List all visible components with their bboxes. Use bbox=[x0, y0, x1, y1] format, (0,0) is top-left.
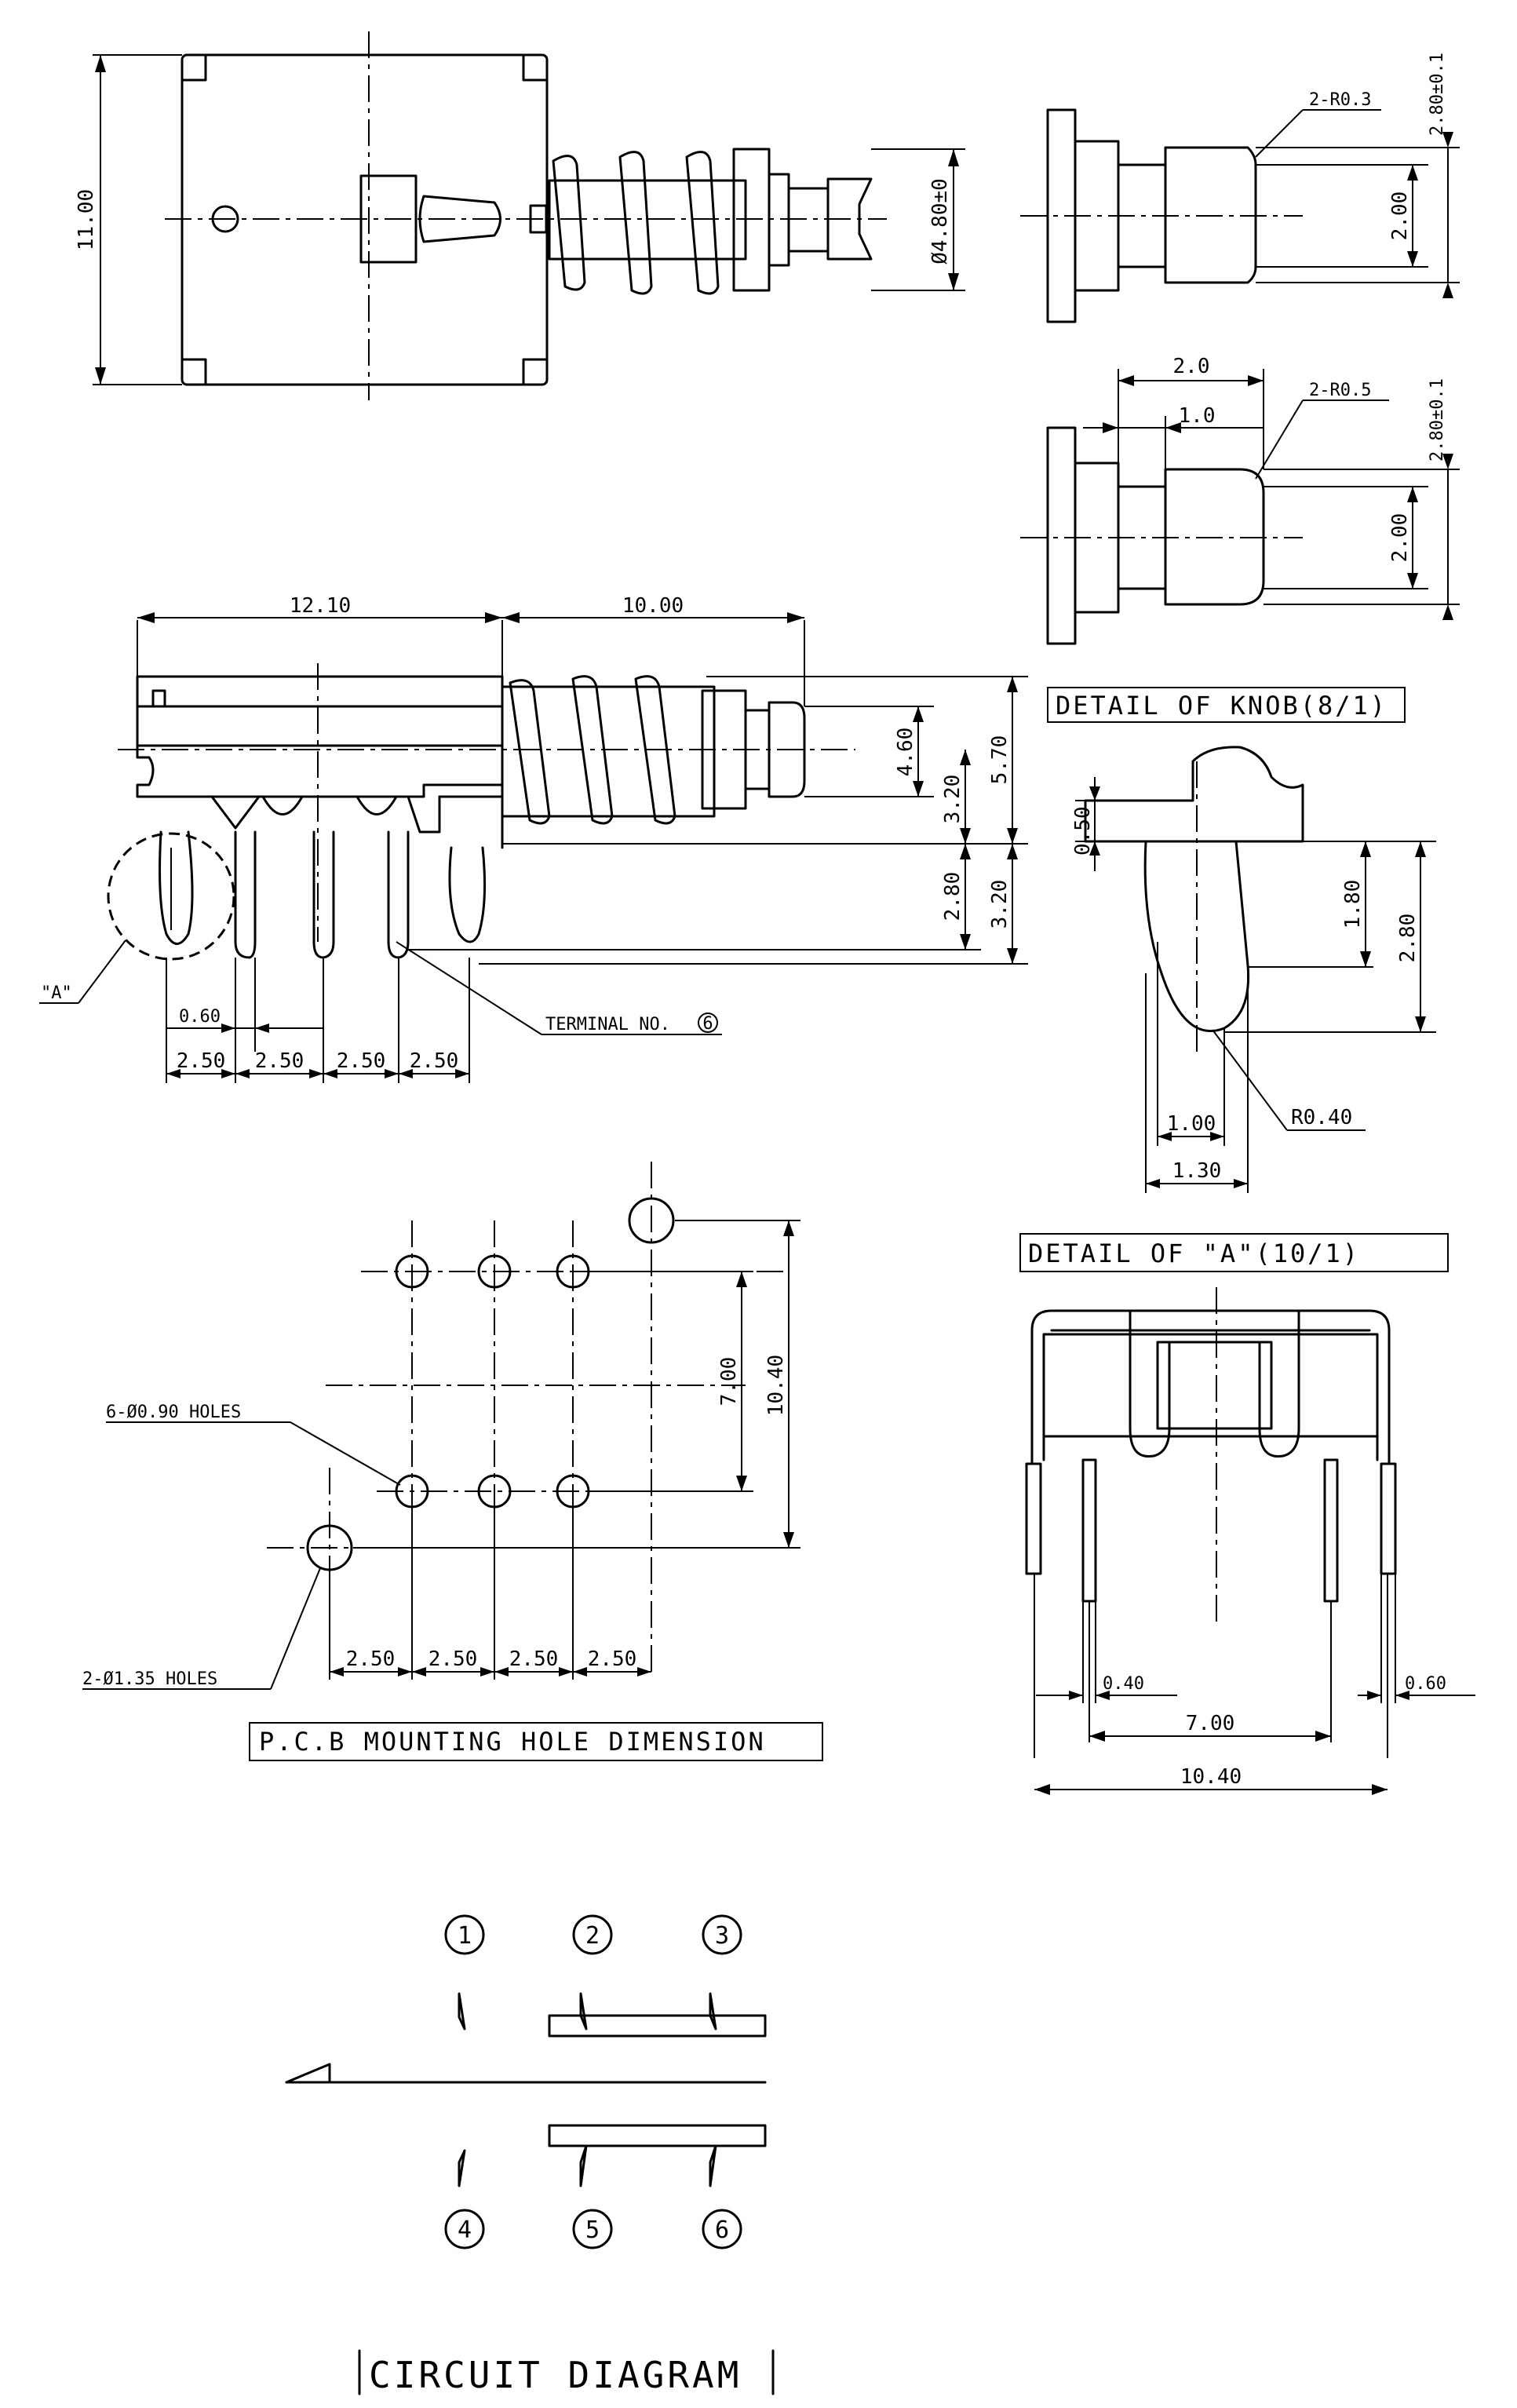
terminal-4-label: 4 bbox=[458, 2216, 472, 2244]
detail-a-circle bbox=[107, 832, 235, 961]
detail-a-ref: "A" bbox=[41, 983, 72, 1003]
side-width-plunger: 10.00 bbox=[622, 594, 684, 618]
terminal-1-symbol bbox=[444, 1914, 485, 1955]
knob-top-radius: 2-R0.3 bbox=[1309, 90, 1371, 110]
side-h-pin-total: 3.20 bbox=[988, 880, 1012, 929]
pcb-title-box bbox=[249, 1722, 823, 1761]
pcb-pitch-4: 2.50 bbox=[588, 1647, 637, 1671]
side-h-pin: 2.80 bbox=[941, 872, 965, 921]
pcb-pitch-1: 2.50 bbox=[346, 1647, 396, 1671]
side-pitch-1: 2.50 bbox=[177, 1049, 226, 1073]
front-height-dim: 11.00 bbox=[75, 189, 98, 250]
bracket-dim-1040: 10.40 bbox=[1180, 1765, 1242, 1789]
pcb-pitch-3: 2.50 bbox=[509, 1647, 559, 1671]
pcb-pitch-2: 2.50 bbox=[428, 1647, 478, 1671]
knob-bottom-width-inner: 1.0 bbox=[1179, 404, 1216, 428]
side-h-total: 5.70 bbox=[988, 735, 1012, 785]
detail-a-title-box bbox=[1019, 1233, 1449, 1272]
side-width-body: 12.10 bbox=[290, 594, 351, 618]
bracket-dim-060: 0.60 bbox=[1405, 1674, 1446, 1694]
bracket-view: 0.40 0.60 7.00 10.40 bbox=[1025, 1287, 1475, 1795]
bracket-dim-700: 7.00 bbox=[1186, 1712, 1235, 1735]
pcb-holes-label: 6-Ø0.90 HOLES bbox=[106, 1403, 241, 1422]
knob-bottom-height-inner: 2.00 bbox=[1388, 513, 1412, 563]
side-pitch-4: 2.50 bbox=[410, 1049, 459, 1073]
terminal-3-symbol bbox=[702, 1914, 742, 1955]
detail-a-dim-h1: 1.80 bbox=[1341, 880, 1365, 929]
side-h-lower: 3.20 bbox=[941, 775, 965, 824]
knob-title-box bbox=[1047, 687, 1406, 723]
terminal-label: TERMINAL NO. bbox=[545, 1015, 670, 1034]
side-pin-width: 0.60 bbox=[179, 1007, 221, 1027]
side-pitch-3: 2.50 bbox=[337, 1049, 386, 1073]
pcb-title: P.C.B MOUNTING HOLE DIMENSION bbox=[259, 1727, 766, 1757]
terminal-6-label: 6 bbox=[715, 2216, 729, 2244]
detail-a-title: DETAIL OF "A"(10/1) bbox=[1028, 1239, 1360, 1268]
terminal-6-symbol bbox=[702, 2209, 742, 2249]
side-pitch-2: 2.50 bbox=[255, 1049, 304, 1073]
terminal-4-symbol bbox=[444, 2209, 485, 2249]
side-h-plunger: 4.60 bbox=[894, 728, 917, 777]
side-terminals bbox=[159, 830, 487, 959]
front-diameter-dim: Ø4.80±0 bbox=[928, 178, 952, 265]
knob-title: DETAIL OF KNOB(8/1) bbox=[1056, 691, 1388, 721]
detail-a-radius: R0.40 bbox=[1291, 1106, 1352, 1129]
knob-detail-bottom: 2.0 1.0 2.00 2.80±0.1 2-R0.5 bbox=[1020, 355, 1460, 645]
terminal-3-label: 3 bbox=[715, 1922, 729, 1950]
terminal-1-label: 1 bbox=[458, 1922, 472, 1950]
knob-top-height-total: 2.80±0.1 bbox=[1428, 53, 1447, 136]
terminal-5-label: 5 bbox=[585, 2216, 600, 2244]
bracket-dim-040: 0.40 bbox=[1103, 1674, 1144, 1694]
terminal-2-label: 2 bbox=[585, 1922, 600, 1950]
circuit-diagram: 1 2 3 4 5 6 bbox=[285, 1914, 767, 2249]
detail-a-dim-h2: 2.80 bbox=[1396, 914, 1420, 963]
knob-bottom-radius: 2-R0.5 bbox=[1309, 381, 1371, 400]
knob-detail-top: 2.00 2.80±0.1 2-R0.3 bbox=[1020, 53, 1460, 323]
terminal-number: 6 bbox=[702, 1014, 713, 1034]
side-view: 12.10 10.00 bbox=[39, 594, 1028, 1083]
pcb-dim-7: 7.00 bbox=[717, 1357, 741, 1406]
pcb-mount-label: 2-Ø1.35 HOLES bbox=[82, 1669, 217, 1689]
terminal-5-symbol bbox=[572, 2209, 613, 2249]
detail-a-dim-w1: 1.00 bbox=[1167, 1112, 1216, 1136]
circuit-title: CIRCUIT DIAGRAM bbox=[369, 2354, 742, 2396]
pcb-holes bbox=[306, 1197, 675, 1571]
pcb-dim-104: 10.40 bbox=[764, 1355, 788, 1416]
detail-a-dim-w2: 1.30 bbox=[1172, 1159, 1222, 1183]
knob-top-height-inner: 2.00 bbox=[1388, 192, 1412, 241]
front-view: 11.00 Ø4.80±0 bbox=[75, 31, 965, 400]
detail-a-dim-top: 0.50 bbox=[1071, 806, 1095, 856]
terminal-2-symbol bbox=[572, 1914, 613, 1955]
pcb-view: 7.00 10.40 6-Ø0.90 HOLES 2-Ø1.35 HOLES 2… bbox=[82, 1162, 800, 1690]
knob-bottom-width-outer: 2.0 bbox=[1173, 355, 1210, 378]
detail-a-view: 0.50 1.80 2.80 1.00 1.30 R0.40 bbox=[1071, 746, 1436, 1193]
knob-bottom-height-total: 2.80±0.1 bbox=[1428, 378, 1447, 462]
